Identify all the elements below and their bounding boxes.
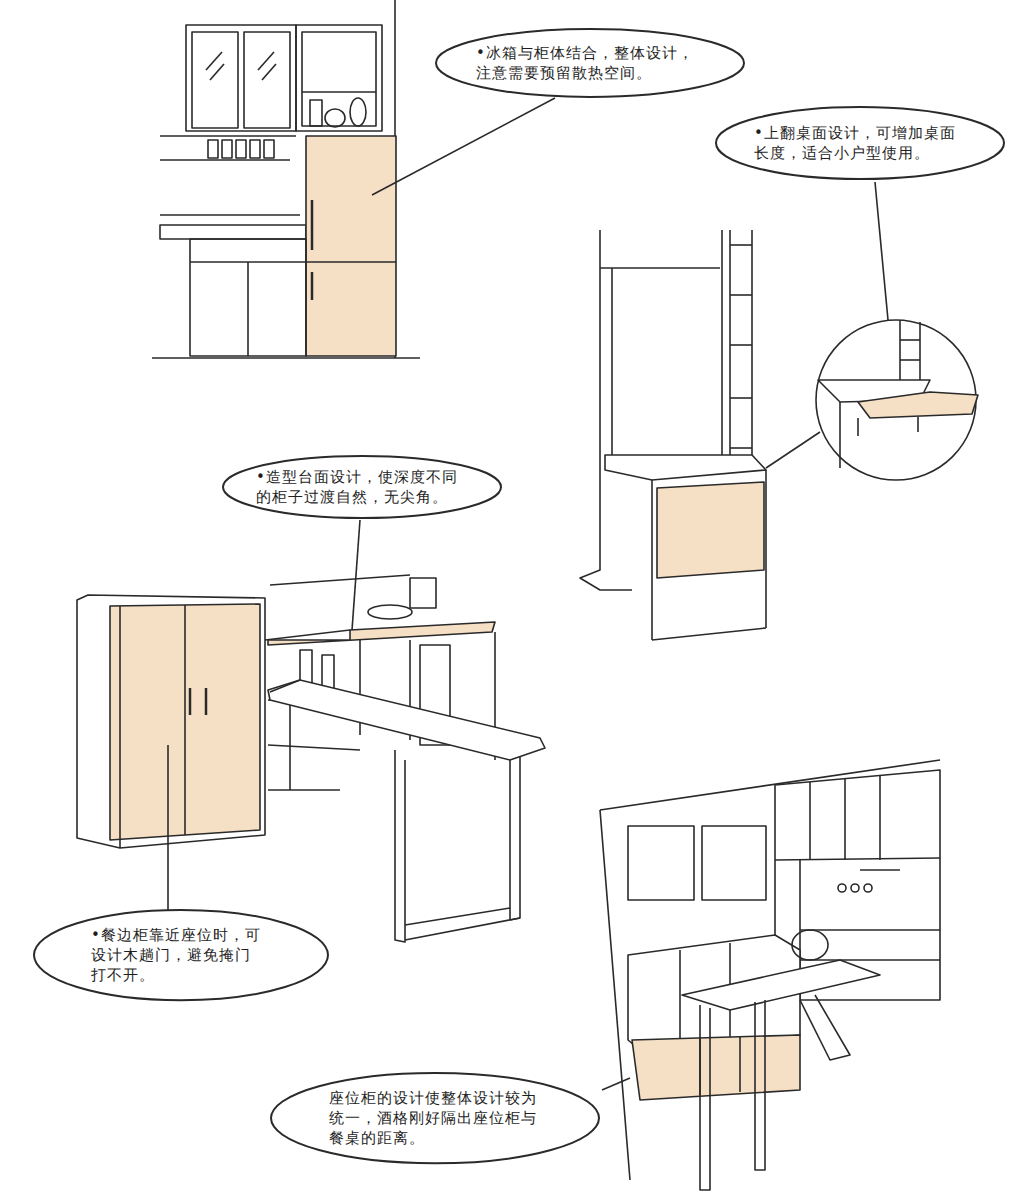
callout-text: •上翻桌面设计，可增加桌面 长度，适合小户型使用。 (754, 123, 966, 163)
bubble-outline (221, 454, 503, 520)
callout-bubble: •冰箱与柜体结合，整体设计， 注意需要预留散热空间。 (434, 27, 746, 99)
callout-bubble: •上翻桌面设计，可增加桌面 长度，适合小户型使用。 (714, 105, 1006, 181)
fold-up-table-scene (580, 182, 978, 640)
seat-cabinet-scene (600, 760, 940, 1190)
callout-text: •餐边柜靠近座位时，可 设计木趟门，避免掩门 打不开。 (91, 925, 271, 985)
callout-bubble: •造型台面设计，使深度不同 的柜子过渡自然，无尖角。 (221, 454, 503, 520)
callout-bubble: 座位柜的设计使整体设计较为 统一，酒格刚好隔出座位柜与 餐桌的距离。 (269, 1071, 601, 1165)
bubble-outline (434, 27, 746, 99)
bubble-outline (714, 105, 1006, 181)
callout-text: •造型台面设计，使深度不同 的柜子过渡自然，无尖角。 (256, 467, 468, 507)
sideboard-table-scene (77, 520, 545, 942)
callout-text: 座位柜的设计使整体设计较为 统一，酒格刚好隔出座位柜与 餐桌的距离。 (329, 1088, 541, 1148)
callout-text: •冰箱与柜体结合，整体设计， 注意需要预留散热空间。 (476, 43, 704, 83)
callout-bubble: •餐边柜靠近座位时，可 设计木趟门，避免掩门 打不开。 (32, 908, 330, 1002)
